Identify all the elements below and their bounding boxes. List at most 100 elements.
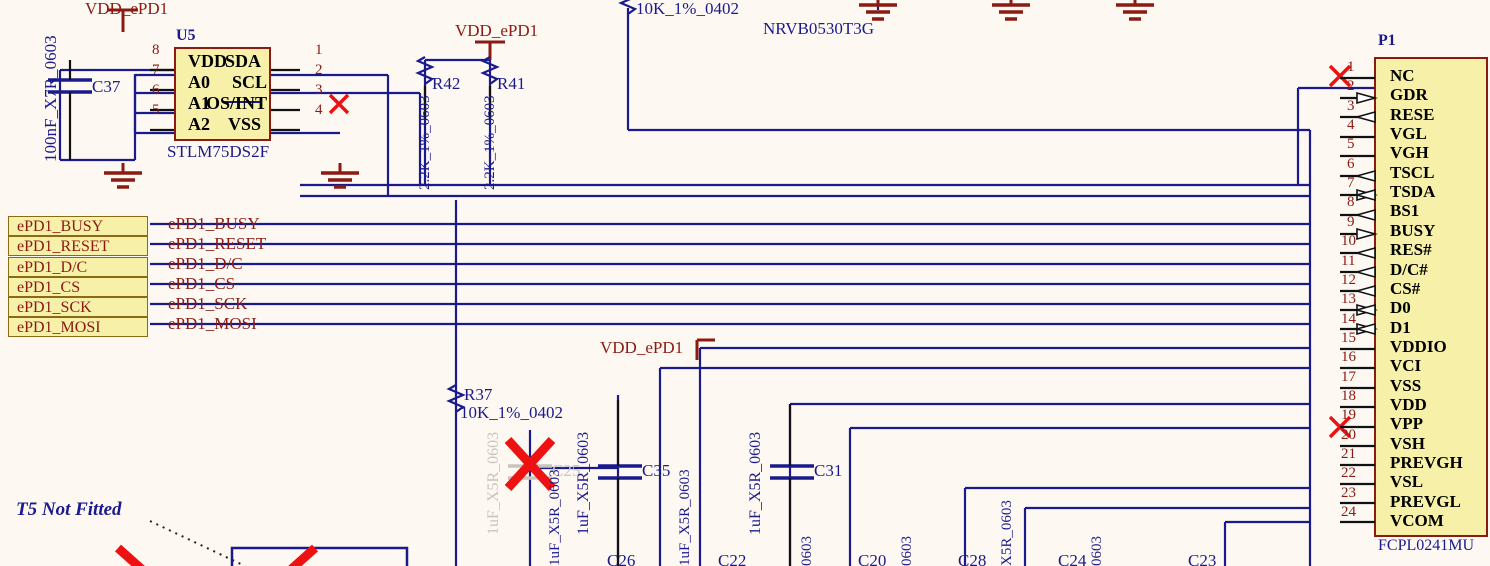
c31-value: 1uF_X5R_0603 bbox=[747, 431, 764, 535]
net-label-dc[interactable]: ePD1_D/C bbox=[8, 257, 148, 277]
c25-value: 1uF_X5R_0603 bbox=[485, 431, 502, 535]
net-name-mosi: ePD1_MOSI bbox=[168, 314, 257, 333]
u5-body bbox=[174, 47, 271, 141]
p1-pin-tscl: TSCL bbox=[1390, 162, 1435, 182]
p1-pin-busy: BUSY bbox=[1390, 220, 1436, 240]
c23-designator: C23 bbox=[1188, 551, 1217, 566]
u5-pinnum-1: 1 bbox=[315, 42, 323, 58]
p1-pinnum-12: 12 bbox=[1341, 271, 1356, 288]
p1-pin-prevgl: PREVGL bbox=[1390, 491, 1461, 511]
net-label-box-group: ePD1_BUSY ePD1_RESET ePD1_D/C ePD1_CS eP… bbox=[8, 216, 148, 341]
r41-designator: R41 bbox=[497, 74, 526, 93]
p1-designator: P1 bbox=[1378, 32, 1396, 49]
u5-pin-a1: A1 bbox=[188, 93, 210, 113]
u5-pinnum-3: 3 bbox=[315, 82, 323, 98]
p1-pinnum-24: 24 bbox=[1341, 504, 1356, 521]
c22-designator: C22 bbox=[718, 551, 747, 566]
u5-pinnum-7: 7 bbox=[152, 62, 160, 78]
c24-size: X5R_0603 bbox=[999, 500, 1015, 566]
p1-body bbox=[1374, 57, 1488, 537]
u5-pin-os-int: OS/INT bbox=[206, 93, 268, 113]
p1-pinnum-23: 23 bbox=[1341, 484, 1356, 501]
p1-pinnum-21: 21 bbox=[1341, 446, 1356, 462]
p1-pinnum-9: 9 bbox=[1347, 213, 1355, 230]
dnf-mark-c25 bbox=[504, 436, 556, 492]
r-top-value: 10K_1%_0402 bbox=[636, 0, 739, 18]
c37-designator: C37 bbox=[92, 77, 121, 96]
net-label-mosi[interactable]: ePD1_MOSI bbox=[8, 317, 148, 337]
net-name-reset: ePD1_RESET bbox=[168, 234, 267, 253]
wire-group-rail bbox=[658, 346, 1310, 566]
c26-designator: C26 bbox=[607, 551, 636, 566]
wire-group-caps bbox=[454, 200, 620, 566]
c26-size: 1uF_X5R_0603 bbox=[547, 469, 563, 566]
p1-pin-vddio: VDDIO bbox=[1390, 336, 1447, 356]
p1-pinnum-14: 14 bbox=[1341, 310, 1356, 327]
net-label-busy[interactable]: ePD1_BUSY bbox=[8, 216, 148, 236]
u5-pin-vdd: VDD bbox=[188, 51, 227, 71]
c28-size: 0603 bbox=[899, 536, 915, 566]
p1-pinnum-10: 10 bbox=[1341, 233, 1356, 250]
r41-value: 2.2K_1%_0603 bbox=[482, 95, 498, 190]
p1-pin-vgh: VGH bbox=[1390, 143, 1429, 163]
p1-pinnum-4: 4 bbox=[1347, 117, 1355, 134]
p1-pinnum-13: 13 bbox=[1341, 291, 1356, 308]
p1-pin-vdd: VDD bbox=[1390, 394, 1427, 414]
p1-pin-nc: NC bbox=[1390, 66, 1415, 85]
p1-pinnum-8: 8 bbox=[1347, 194, 1355, 211]
p1-pin-res-: RES# bbox=[1390, 240, 1432, 260]
p1-pin-bs1: BS1 bbox=[1390, 201, 1420, 221]
p1-pin-vsl: VSL bbox=[1390, 472, 1424, 492]
power-label-vdd-epd1-pullups: VDD_ePD1 bbox=[455, 21, 539, 40]
p1-pin-d0: D0 bbox=[1390, 298, 1411, 318]
p1-pin-lines bbox=[1340, 76, 1375, 524]
power-label-vdd-epd1-u5: VDD_ePD1 bbox=[85, 0, 169, 18]
c25-designator: C25 bbox=[552, 461, 581, 480]
p1-pinnum-16: 16 bbox=[1341, 349, 1356, 366]
u5-pinnum-2: 2 bbox=[315, 62, 323, 78]
r37-designator: R37 bbox=[464, 385, 493, 404]
p1-pinnum-3: 3 bbox=[1347, 97, 1355, 114]
p1-direction-markers bbox=[1354, 91, 1378, 336]
c31-designator: C31 bbox=[814, 461, 843, 480]
note-t5-not-fitted: T5 Not Fitted bbox=[16, 499, 122, 520]
power-label-vdd-epd1-rail: VDD_ePD1 bbox=[600, 338, 684, 357]
u5-pin-a2: A2 bbox=[188, 114, 210, 134]
p1-pin-gdr: GDR bbox=[1390, 85, 1428, 105]
p1-pin-vsh: VSH bbox=[1390, 433, 1425, 453]
u5-pinnum-8: 8 bbox=[152, 42, 160, 58]
p1-pinnum-22: 22 bbox=[1341, 465, 1356, 482]
pin-stubs bbox=[150, 68, 300, 132]
net-name-busy: ePD1_BUSY bbox=[168, 214, 260, 233]
c23-size: 0603 bbox=[1089, 536, 1105, 566]
t5-not-fitted-group bbox=[114, 520, 409, 566]
r42-value: 2.2K_1%_0603 bbox=[417, 95, 433, 190]
c35-value: 1uF_X5R_0603 bbox=[575, 431, 592, 535]
c20-designator: C20 bbox=[858, 551, 887, 566]
c28-designator: C28 bbox=[958, 551, 987, 566]
p1-pinnum-5: 5 bbox=[1347, 136, 1355, 153]
p1-pin-vpp: VPP bbox=[1390, 414, 1424, 434]
wire-group-pullups bbox=[300, 58, 1310, 198]
net-name-dc: ePD1_D/C bbox=[168, 254, 243, 273]
p1-pinnum-11: 11 bbox=[1341, 252, 1356, 269]
p1-pin-cs-: CS# bbox=[1390, 278, 1421, 298]
c22-size: 1uF_X5R_0603 bbox=[677, 469, 693, 566]
p1-pin-vgl: VGL bbox=[1390, 124, 1427, 144]
p1-pinnum-1: 1 bbox=[1347, 59, 1355, 75]
p1-part-number: FCPL0241MU bbox=[1378, 537, 1475, 554]
wire-group-right-rails bbox=[1296, 86, 1375, 566]
diode-part-number: NRVB0530T3G bbox=[763, 19, 875, 38]
p1-pinnum-19: 19 bbox=[1341, 407, 1356, 424]
c35-designator: C35 bbox=[642, 461, 671, 480]
c24-designator: C24 bbox=[1058, 551, 1087, 566]
net-label-reset[interactable]: ePD1_RESET bbox=[8, 236, 148, 256]
p1-pin-tsda: TSDA bbox=[1390, 182, 1436, 202]
net-label-sck[interactable]: ePD1_SCK bbox=[8, 297, 148, 317]
p1-pinnum-15: 15 bbox=[1341, 329, 1356, 346]
net-label-cs[interactable]: ePD1_CS bbox=[8, 277, 148, 297]
p1-pin-vss: VSS bbox=[1390, 375, 1422, 395]
r37-value: 10K_1%_0402 bbox=[460, 403, 563, 422]
